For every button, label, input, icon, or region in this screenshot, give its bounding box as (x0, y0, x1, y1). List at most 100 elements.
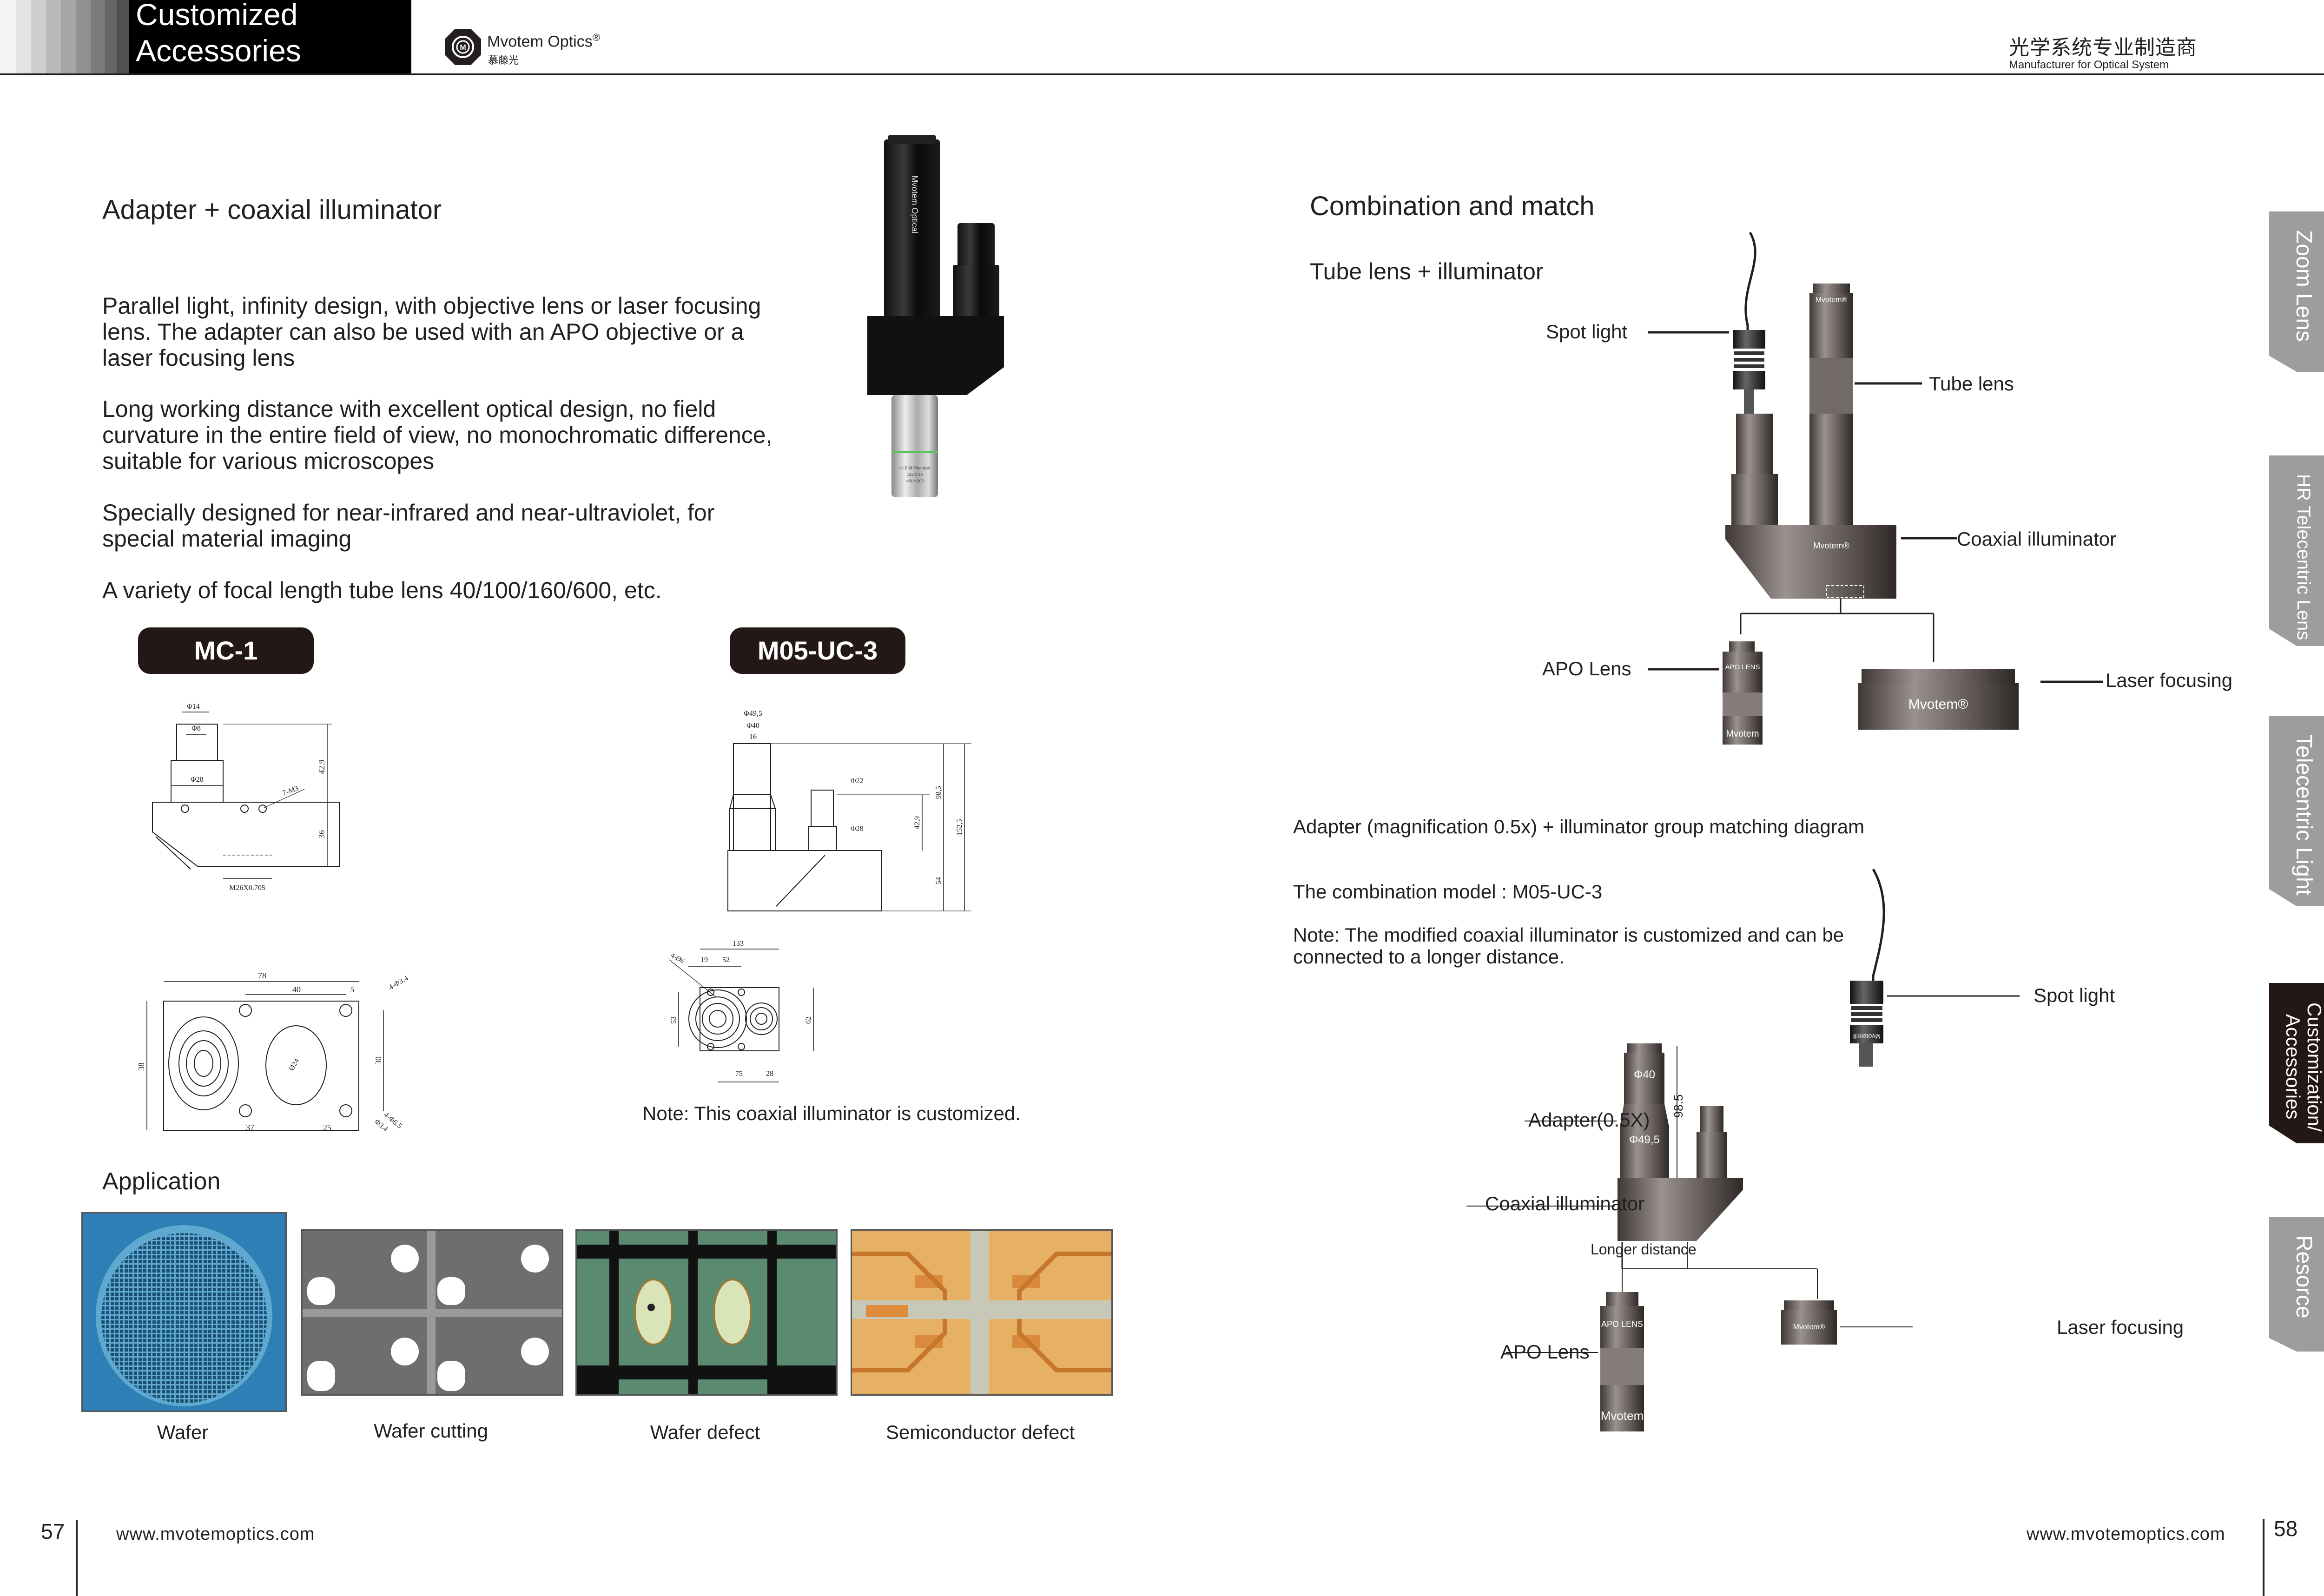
label-adapter: Adapter(0.5X) (1528, 1109, 1650, 1131)
apo-lens-part: APO LENS Mvotem (1600, 1292, 1644, 1431)
section-title-line2: Accessories (136, 33, 301, 68)
label-coaxial-illuminator: Coaxial illuminator (1485, 1193, 1645, 1214)
dim-label: Φ28 (851, 825, 864, 833)
adapter-part: Φ40 Φ49,5 98.5 (1620, 1043, 1685, 1178)
side-tab-label: Customization/ Accessories (2282, 1002, 2324, 1132)
diagram2-model-line: The combination model : M05-UC-3 (1293, 881, 1603, 903)
spot-light-part (1733, 330, 1765, 417)
section-title-line1: Customized (136, 0, 298, 32)
dim-label: Φ49,5 (1629, 1134, 1660, 1146)
application-caption: Wafer (157, 1421, 209, 1443)
part-brand-text: Mvotem® (1816, 296, 1848, 304)
laser-focusing-part: Mvotem® (1781, 1300, 1837, 1345)
brand-registered-mark: ® (592, 32, 600, 43)
feature-paragraph: Long working distance with excellent opt… (102, 396, 772, 474)
dim-label: Φ28 (191, 776, 204, 784)
side-tab-resorce[interactable]: Resorce (2269, 1217, 2324, 1352)
brand-name-cn: 慕藤光 (488, 54, 519, 66)
page-number-left: 57 (41, 1519, 65, 1543)
dim-label: 78 (258, 971, 266, 980)
side-tab-hr-telecentric-lens[interactable]: HR Telecentric Lens (2269, 455, 2324, 646)
side-tab-telecentric-light[interactable]: Telecentric Light (2269, 716, 2324, 906)
label-spot-light: Spot light (1546, 321, 1628, 343)
application-image-wafer-cutting (301, 1229, 563, 1396)
application-image-wafer (81, 1212, 287, 1412)
mc1-side-drawing: Φ14 Φ8 Φ28 42.9 36 7-M3 M26X0.705 (152, 703, 340, 892)
header-gradient-bar (76, 0, 91, 73)
dim-label: 42,9 (913, 816, 921, 829)
tagline-en: Manufacturer for Optical System (2009, 59, 2169, 71)
part-brand-text: Mvotem (1601, 1409, 1644, 1423)
part-brand-text: Mvotem® (1813, 541, 1849, 550)
website-url-left[interactable]: www.mvotemoptics.com (116, 1524, 315, 1544)
dim-label: 53 (670, 1016, 678, 1024)
semiconductor-defect-image (852, 1231, 1111, 1394)
application-caption: Wafer defect (650, 1421, 760, 1443)
header-gradient-bar (16, 0, 31, 73)
diagram-adapter-illuminator: Mvotem® Φ40 Φ49,5 98.5 APO LENS Mvotem M… (1466, 868, 2020, 1431)
side-tab-label: Telecentric Light (2291, 734, 2316, 896)
dim-label: 52 (722, 956, 730, 964)
header-gradient-bar (91, 0, 105, 73)
dim-label: Φ40 (1634, 1068, 1655, 1081)
wafer-cutting-image (303, 1231, 562, 1394)
dim-label: M26X0.705 (229, 884, 265, 892)
website-url-right[interactable]: www.mvotemoptics.com (2027, 1524, 2225, 1544)
dim-label: 4-Φ3.4 (388, 974, 409, 991)
application-image-semiconductor-defect (851, 1229, 1113, 1396)
dim-label: 42.9 (317, 759, 326, 774)
dim-label: Φ14 (187, 703, 200, 711)
illuminator-block (867, 316, 1004, 395)
dim-label: 133 (733, 940, 744, 948)
header-divider (0, 73, 2324, 75)
footer-divider-left (76, 1520, 78, 1596)
part-apo-text: APO LENS (1601, 1319, 1643, 1329)
section-title-block (129, 0, 411, 73)
side-tab-customization-accessories[interactable]: Customization/ Accessories (2269, 983, 2324, 1143)
dim-label: 98,5 (935, 786, 943, 799)
mc1-top-drawing: 78 40 5 38 30 37 25 Ø24 4-Φ3.4 4-Φ6.5 Φ3… (137, 971, 409, 1133)
page-number-right: 58 (2274, 1517, 2298, 1541)
objective-label: HLB M Plan Apo (899, 466, 930, 470)
application-caption: Wafer cutting (374, 1420, 488, 1442)
section-title: Customized Accessories (136, 0, 301, 69)
svg-text:M: M (460, 44, 466, 52)
header-gradient-bar (117, 0, 129, 73)
label-laser-focusing: Laser focusing (2106, 669, 2233, 691)
application-caption: Semiconductor defect (885, 1421, 1075, 1443)
wafer-defect-image (577, 1231, 836, 1394)
dim-label: 37 (246, 1123, 254, 1132)
label-laser-focusing: Laser focusing (2057, 1316, 2184, 1338)
customization-note: Note: This coaxial illuminator is custom… (642, 1102, 1021, 1124)
dim-label: 75 (735, 1070, 743, 1078)
objective-label: ∞/0 f=200 (905, 479, 924, 483)
footer-divider-right (2263, 1519, 2265, 1596)
product-photo: Mvotem Optical HLB M Plan Apo 15x/0.35 ∞… (867, 135, 1004, 497)
dim-label: Φ8 (191, 725, 201, 732)
dim-label: 28 (766, 1070, 773, 1078)
dim-label: 62 (805, 1016, 812, 1024)
feature-paragraph: Specially designed for near-infrared and… (102, 500, 715, 552)
application-heading: Application (102, 1168, 221, 1195)
side-tab-zoom-lens[interactable]: Zoom Lens (2269, 211, 2324, 372)
dim-label: Φ22 (851, 777, 864, 785)
diagram1-title: Tube lens + illuminator (1310, 258, 1544, 284)
objective-label: 15x/0.35 (907, 472, 923, 477)
left-heading: Adapter + coaxial illuminator (102, 195, 442, 225)
laser-focusing-part: Mvotem® (1858, 669, 2019, 730)
diagram2-note: Note: The modified coaxial illuminator i… (1293, 924, 1844, 968)
m05uc3-top-drawing: 133 19 52 4-Ø6 53 62 75 28 (669, 940, 814, 1082)
part-apo-text: APO LENS (1725, 663, 1760, 671)
model-badge-m05uc3: M05-UC-3 (730, 627, 905, 674)
application-image-wafer-defect (575, 1229, 838, 1396)
objective-lens (891, 395, 938, 497)
label-spot-light: Spot light (2034, 984, 2115, 1006)
dim-label: 25 (323, 1123, 331, 1132)
coaxial-illuminator-part (1618, 1178, 1743, 1241)
apo-lens-part: APO LENS Mvotem (1723, 641, 1763, 745)
dim-label: 98.5 (1671, 1095, 1685, 1118)
coaxial-illuminator-part: Mvotem® (1725, 525, 1896, 599)
header-gradient-bar (105, 0, 117, 73)
brand-logo-icon: M (445, 29, 481, 65)
dim-label: 40 (292, 985, 301, 994)
